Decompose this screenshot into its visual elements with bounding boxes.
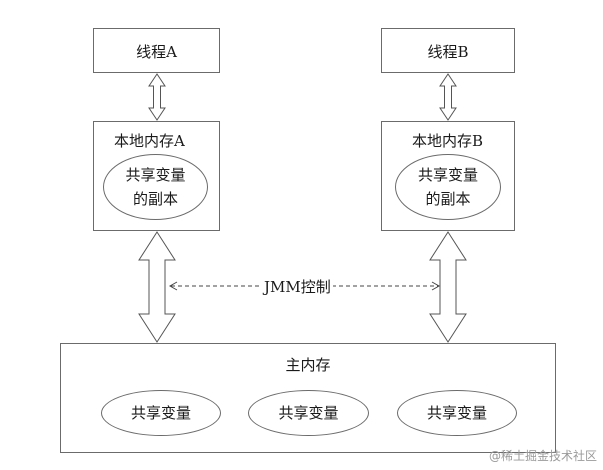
main-memory-variable-1: 共享变量 [101, 390, 221, 436]
local-b-main-arrow [429, 231, 467, 343]
thread-b-box: 线程B [381, 28, 515, 73]
thread-b-local-b-arrow [439, 73, 457, 121]
jmm-control-arrowhead-right [431, 281, 441, 291]
main-memory-label: 主内存 [285, 356, 331, 374]
main-memory-variable-3-label: 共享变量 [426, 404, 487, 422]
main-memory-variable-2-label: 共享变量 [278, 404, 339, 422]
local-memory-a-copy-line1: 共享变量 [125, 166, 186, 184]
local-memory-a-copy-line2: 的副本 [132, 190, 178, 208]
main-memory-variable-2: 共享变量 [248, 390, 369, 436]
watermark: @稀土掘金技术社区 [488, 449, 597, 463]
local-memory-b-copy-line2: 的副本 [425, 190, 471, 208]
main-memory-variable-3: 共享变量 [397, 390, 517, 436]
main-memory-variable-1-label: 共享变量 [130, 404, 191, 422]
local-memory-b-box: 本地内存B 共享变量 的副本 [381, 121, 515, 231]
main-memory-box: 主内存 共享变量 共享变量 共享变量 [60, 343, 556, 453]
jmm-control-label: JMM控制 [262, 276, 333, 297]
local-memory-b-copy-line1: 共享变量 [417, 166, 478, 184]
thread-a-box: 线程A [93, 28, 220, 73]
local-memory-a-label: 本地内存A [114, 132, 185, 150]
thread-a-local-a-arrow [148, 73, 166, 121]
local-memory-b-copy: 共享变量 的副本 [395, 154, 501, 220]
local-memory-b-label: 本地内存B [412, 132, 484, 150]
thread-b-label: 线程B [427, 43, 469, 61]
local-memory-a-copy: 共享变量 的副本 [103, 154, 208, 220]
local-memory-a-box: 本地内存A 共享变量 的副本 [93, 121, 220, 231]
jmm-control-arrowhead-left [168, 281, 178, 291]
thread-a-label: 线程A [136, 43, 177, 61]
local-a-main-arrow [138, 231, 176, 343]
